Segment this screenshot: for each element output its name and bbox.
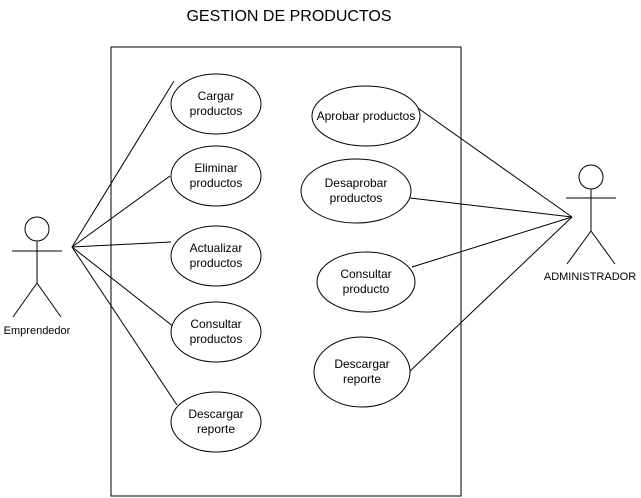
use-case-actualizar-productos[interactable]: Actualizar productos: [170, 225, 262, 287]
use-case-label: productos: [190, 104, 243, 118]
emprendedor-associations: [71, 80, 178, 406]
assoc-admin-consultar: [411, 216, 573, 268]
assoc-admin-desaprobar: [409, 197, 573, 218]
use-case-label: producto: [343, 282, 390, 296]
actor-head: [24, 216, 50, 242]
use-case-label: reporte: [343, 372, 381, 386]
actor-right-leg: [36, 282, 62, 318]
use-case-label: productos: [330, 191, 383, 205]
use-case-label: reporte: [197, 422, 235, 436]
use-case-label: Aprobar productos: [317, 109, 416, 123]
actor-emprendedor-label: Emprendedor: [4, 325, 71, 337]
system-boundary: [110, 46, 462, 497]
administrador-associations: [408, 105, 573, 373]
use-case-label: productos: [190, 332, 243, 346]
use-case-descargar-reporte-emprendedor[interactable]: Descargar reporte: [170, 391, 262, 453]
assoc-emp-actualizar: [71, 241, 172, 248]
use-case-consultar-producto[interactable]: Consultar producto: [316, 251, 416, 313]
use-case-consultar-productos[interactable]: Consultar productos: [170, 301, 262, 363]
use-case-label: productos: [190, 176, 243, 190]
use-case-label: Eliminar: [194, 161, 237, 175]
use-case-label: Consultar: [340, 267, 391, 281]
actor-left-leg: [12, 282, 38, 318]
actor-head: [578, 164, 604, 190]
actor-administrador-label: ADMINISTRADOR: [544, 271, 636, 283]
assoc-admin-descargar: [408, 216, 573, 373]
use-case-label: Desaprobar: [325, 176, 388, 190]
use-case-cargar-productos[interactable]: Cargar productos: [170, 73, 262, 135]
use-case-label: Cargar: [198, 89, 235, 103]
use-case-label: Descargar: [188, 407, 243, 421]
use-case-eliminar-productos[interactable]: Eliminar productos: [170, 145, 262, 207]
use-case-descargar-reporte-administrador[interactable]: Descargar reporte: [313, 336, 411, 408]
use-case-label: Consultar: [190, 317, 241, 331]
actor-right-leg: [590, 230, 616, 265]
actor-left-leg: [566, 230, 592, 265]
use-case-label: Actualizar: [190, 241, 243, 255]
assoc-emp-cargar: [71, 80, 175, 248]
assoc-emp-consultar: [71, 246, 175, 328]
use-case-label: Descargar: [334, 357, 389, 371]
use-case-aprobar-productos[interactable]: Aprobar productos: [311, 85, 421, 147]
use-case-label: productos: [190, 256, 243, 270]
assoc-emp-descargar: [71, 246, 178, 406]
assoc-admin-aprobar: [414, 105, 573, 218]
actor-administrador[interactable]: [566, 164, 616, 265]
assoc-emp-eliminar: [71, 175, 171, 248]
actor-emprendedor[interactable]: [12, 216, 62, 318]
use-case-desaprobar-productos[interactable]: Desaprobar productos: [300, 158, 412, 224]
diagram-title: GESTION DE PRODUCTOS: [186, 8, 391, 25]
